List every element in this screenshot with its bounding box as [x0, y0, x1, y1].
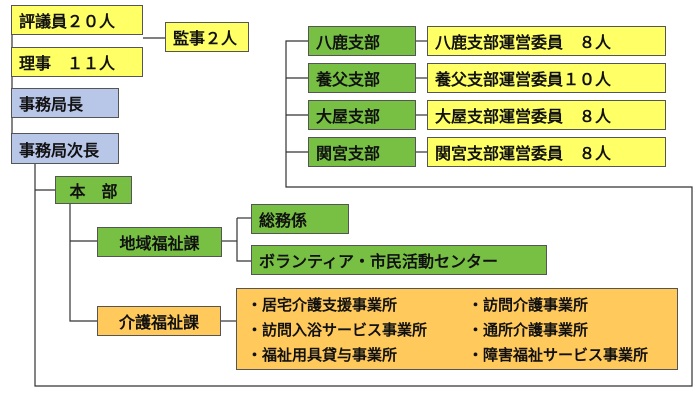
secretary-general-label: 事務局長: [19, 95, 84, 114]
service-item: ・訪問入浴サービス事業所: [247, 321, 428, 339]
care-welfare-label: 介護福祉課: [118, 313, 199, 332]
service-item: ・通所介護事業所: [468, 321, 589, 339]
volunteer-center-label: ボランティア・市民活動センター: [259, 252, 499, 271]
deputy-secretary-general-label: 事務局次長: [19, 140, 100, 160]
branch-box: 関宮支部: [308, 137, 416, 167]
community-welfare-box: 地域福祉課: [97, 227, 222, 257]
councilors-label: 評議員２０人: [19, 12, 116, 31]
branch-box: 八鹿支部: [308, 26, 416, 56]
secretary-general-box: 事務局長: [11, 88, 119, 118]
headquarters-box: 本 部: [55, 176, 132, 204]
branch-committee-box: 八鹿支部運営委員 ８人: [427, 26, 666, 56]
branch-box: 養父支部: [308, 63, 416, 93]
branch-label: 大屋支部: [316, 107, 381, 126]
branch-committee-box: 大屋支部運営委員 ８人: [427, 100, 666, 130]
directors-box: 理事 １１人: [11, 47, 143, 77]
care-services-box: ・居宅介護支援事業所 ・訪問入浴サービス事業所 ・福祉用具貸与事業所 ・訪問介護…: [236, 288, 678, 370]
community-welfare-label: 地域福祉課: [119, 234, 200, 253]
deputy-secretary-general-box: 事務局次長: [11, 133, 119, 164]
councilors-box: 評議員２０人: [11, 5, 143, 35]
service-item: ・障害福祉サービス事業所: [468, 346, 649, 364]
general-affairs-label: 総務係: [259, 211, 308, 230]
care-welfare-box: 介護福祉課: [97, 306, 221, 336]
branch-committee-label: 大屋支部運営委員 ８人: [435, 107, 612, 126]
volunteer-center-box: ボランティア・市民活動センター: [251, 245, 547, 275]
service-item: ・訪問介護事業所: [468, 296, 589, 314]
branch-committee-label: 関宮支部運営委員 ８人: [435, 144, 612, 163]
auditors-label: 監事２人: [173, 29, 238, 48]
general-affairs-box: 総務係: [251, 204, 349, 234]
directors-label: 理事 １１人: [19, 54, 116, 73]
branch-committee-box: 養父支部運営委員１０人: [427, 63, 666, 93]
branch-box: 大屋支部: [308, 100, 416, 130]
headquarters-label: 本 部: [69, 182, 118, 201]
service-item: ・居宅介護支援事業所: [247, 296, 398, 314]
branch-label: 八鹿支部: [316, 33, 381, 52]
branch-label: 養父支部: [316, 70, 381, 89]
branch-committee-box: 関宮支部運営委員 ８人: [427, 137, 666, 167]
service-item: ・福祉用具貸与事業所: [247, 346, 398, 364]
branch-committee-label: 八鹿支部運営委員 ８人: [435, 33, 612, 52]
auditors-box: 監事２人: [165, 22, 249, 52]
branch-committee-label: 養父支部運営委員１０人: [435, 70, 612, 89]
branch-label: 関宮支部: [316, 144, 381, 163]
